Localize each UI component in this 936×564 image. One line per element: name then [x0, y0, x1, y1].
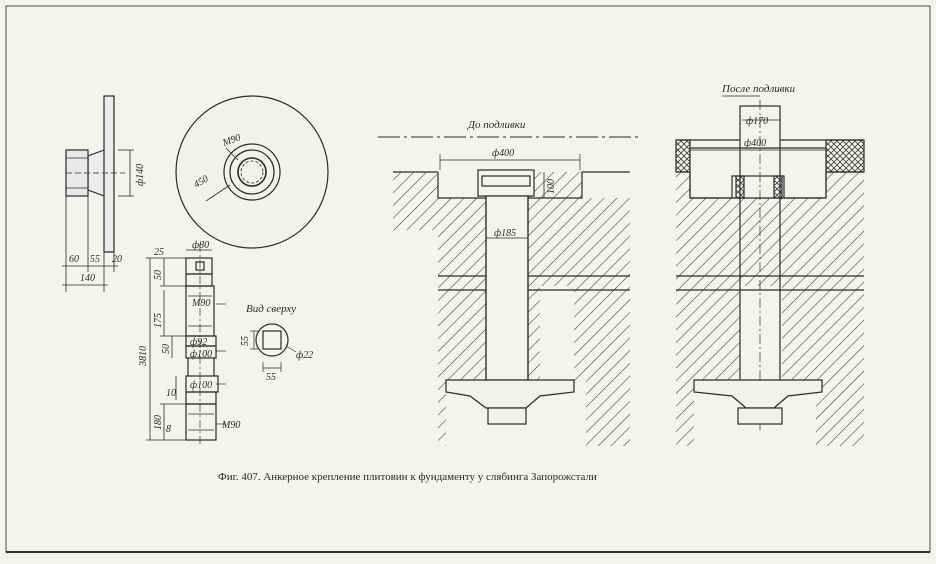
- washer-top-view: [175, 95, 329, 249]
- top-view-dim-55b: 55: [266, 372, 276, 383]
- before-base-diameter: ф400: [492, 148, 514, 159]
- bolt-collar-diameter-2: ф100: [190, 349, 212, 360]
- bolt-dim-10: 10: [166, 388, 176, 399]
- washer-side-view: [62, 95, 134, 292]
- bolt-dim-50: 50: [153, 270, 164, 280]
- after-grouting-section: [675, 95, 865, 446]
- washer-dim-total: 140: [80, 273, 95, 284]
- top-view-diameter: ф22: [296, 350, 313, 361]
- bolt-dim-175: 175: [153, 313, 164, 328]
- bolt-dim-180: 180: [153, 415, 164, 430]
- after-top-diameter: ф170: [746, 116, 768, 127]
- before-depth: 100: [546, 179, 557, 194]
- bolt-bottom-thread: M90: [221, 420, 240, 431]
- washer-dim-55: 55: [90, 254, 100, 265]
- before-bolt-diameter: ф185: [494, 228, 516, 239]
- bolt-dim-25: 25: [154, 247, 164, 258]
- bolt-total-length: 3810: [138, 346, 149, 367]
- bolt-collar-diameter-1: ф92: [190, 337, 207, 348]
- bolt-top-thread: M90: [191, 298, 210, 309]
- washer-dim-60: 60: [69, 254, 79, 265]
- bolt-head-diameter: ф80: [192, 240, 209, 251]
- after-base-diameter: ф400: [744, 138, 766, 149]
- washer-diameter-label: ф140: [135, 164, 146, 186]
- anchor-bolt-drawing: [146, 244, 226, 446]
- before-grouting-section: [378, 136, 640, 446]
- top-view-dim-55a: 55: [240, 336, 251, 346]
- washer-dim-20: 20: [112, 254, 122, 265]
- figure-caption: Фиг. 407. Анкерное крепление плитовин к …: [218, 471, 597, 483]
- bolt-dim-50b: 50: [161, 344, 172, 354]
- bolt-flange-diameter: ф100: [190, 380, 212, 391]
- top-view-title: Вид сверху: [246, 303, 296, 315]
- labels: M90 450 ф140 60 55 20 140 ф80 25 50 M90 …: [69, 83, 796, 483]
- square-top-view: [250, 323, 297, 372]
- bolt-dim-8: 8: [166, 424, 171, 435]
- before-grouting-title: До подливки: [467, 119, 526, 131]
- after-grouting-title: После подливки: [721, 83, 796, 95]
